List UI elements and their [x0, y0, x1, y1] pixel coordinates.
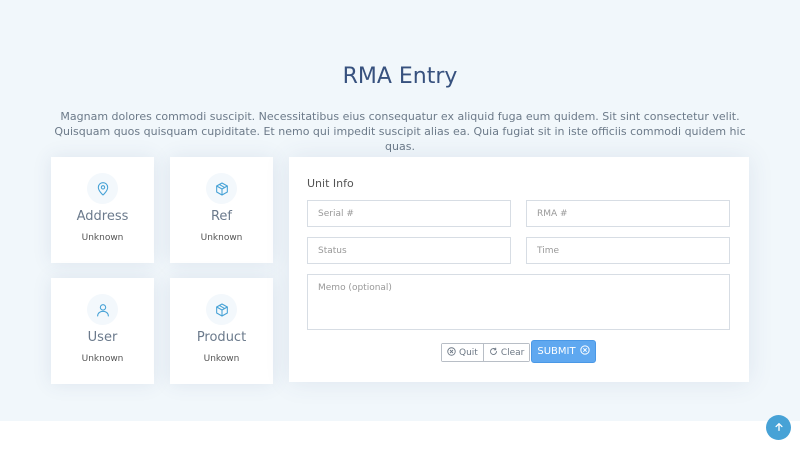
clear-label: Clear [500, 347, 525, 358]
arrow-up-icon [774, 419, 784, 437]
status-input[interactable] [307, 237, 511, 264]
page-title: RMA Entry [342, 64, 458, 89]
close-circle-icon [447, 346, 456, 359]
close-circle-icon [579, 345, 590, 358]
form-title: Unit Info [307, 177, 354, 190]
unit-info-form: Unit Info Quit [289, 157, 749, 382]
card-value: Unkown [203, 354, 240, 364]
map-pin-icon [87, 173, 118, 204]
rma-input[interactable] [526, 200, 730, 227]
memo-textarea[interactable] [307, 274, 730, 330]
quit-label: Quit [459, 347, 478, 358]
submit-label: SUBMIT [537, 346, 576, 357]
card-label: Product [196, 330, 247, 345]
card-label: User [87, 330, 118, 345]
serial-input[interactable] [307, 200, 511, 227]
info-card-address: Address Unknown [51, 157, 154, 263]
back-to-top-button[interactable] [766, 415, 791, 440]
refresh-icon [489, 347, 498, 359]
box-icon [206, 294, 237, 325]
submit-button[interactable]: SUBMIT [531, 340, 596, 363]
info-card-user: User Unknown [51, 278, 154, 384]
card-value: Unknown [200, 233, 243, 243]
rma-section: RMA Entry Magnam dolores commodi suscipi… [0, 0, 800, 421]
page-description: Magnam dolores commodi suscipit. Necessi… [54, 110, 746, 153]
time-input[interactable] [526, 237, 730, 264]
info-card-product: Product Unkown [170, 278, 273, 384]
card-label: Address [76, 209, 129, 224]
action-button-group: Quit Clear [441, 343, 531, 362]
quit-button[interactable]: Quit [442, 344, 483, 361]
info-card-ref: Ref Unknown [170, 157, 273, 263]
user-icon [87, 294, 118, 325]
card-value: Unknown [81, 233, 124, 243]
card-value: Unknown [81, 354, 124, 364]
box-icon [206, 173, 237, 204]
clear-button[interactable]: Clear [482, 344, 530, 361]
card-label: Ref [210, 209, 233, 224]
